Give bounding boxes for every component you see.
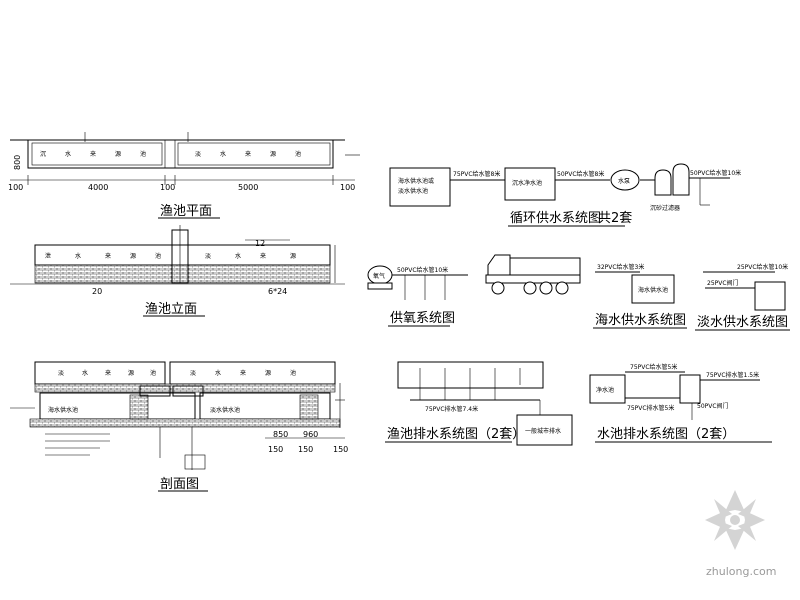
seawater-system: 32PVC给水管3米 海水供水池 海水供水系统图 (593, 263, 687, 329)
plan-dim-b: 5000 (238, 183, 258, 192)
svg-text:水: 水 (235, 252, 241, 260)
pond-drain-title: 渔池排水系统图（2套） (387, 426, 525, 442)
pond-plan: 沉 水 来 源 池 淡 水 来 源 池 100 4000 100 5000 100 800 渔池… (8, 132, 360, 219)
freshwater-title: 淡水供水系统图 (697, 315, 788, 330)
svg-text:源: 源 (115, 150, 121, 158)
section: 淡 水 来 源 池 淡 水 来 源 池 海水供水池 淡水供水池 850 960 150 150 1… (10, 361, 348, 492)
svg-text:池: 池 (155, 252, 161, 260)
tank-drain-title: 水池排水系统图（2套） (597, 426, 735, 442)
svg-text:沉: 沉 (40, 150, 46, 158)
svg-text:淡: 淡 (58, 370, 64, 377)
plan-dim-left: 100 (8, 183, 23, 192)
fresh-valve: 25PVC阀门 (707, 279, 739, 287)
oxygen-title: 供氧系统图 (390, 311, 455, 326)
circulation-sets: 共2套 (598, 210, 632, 226)
svg-text:来: 来 (260, 253, 266, 260)
svg-text:淡: 淡 (195, 151, 201, 158)
svg-text:池: 池 (140, 150, 146, 158)
section-dim-150c: 150 (333, 445, 348, 454)
svg-text:源: 源 (270, 150, 276, 158)
svg-text:淡水供水池: 淡水供水池 (210, 406, 240, 414)
svg-text:池: 池 (150, 369, 156, 377)
watermark-logo (705, 490, 765, 550)
svg-text:海水供水池或: 海水供水池或 (398, 177, 434, 185)
svg-text:海水供水池: 海水供水池 (638, 286, 668, 294)
circulation-system: 海水供水池或 淡水供水池 75PVC给水管8米 沉水净水池 50PVC给水管8米… (389, 163, 741, 227)
elev-label-20: 20 (92, 287, 102, 296)
svg-text:池: 池 (295, 150, 301, 158)
plan-dim-right: 100 (340, 183, 355, 192)
pond-plan-title: 渔池平面 (160, 204, 212, 219)
svg-text:水: 水 (82, 369, 88, 377)
tank-pipe-75-5: 75PVC给水管5米 (630, 363, 677, 371)
sea-pipe: 32PVC给水管3米 (597, 263, 644, 271)
section-dim-150a: 150 (268, 445, 283, 454)
oxygen-system: 氧气 50PVC给水管10米 供氧系统图 (367, 254, 581, 327)
svg-text:淡: 淡 (190, 370, 196, 377)
tank-pipe-75-5b: 75PVC排水管5米 (627, 404, 674, 412)
truck-icon (485, 254, 581, 295)
circulation-title: 循环供水系统图 (510, 211, 601, 226)
circ-pipe-50: 50PVC给水管8米 (557, 170, 604, 178)
svg-text:淡水供水池: 淡水供水池 (398, 187, 428, 195)
pond-drain-system: 75PVC排水管7.4米 一般城市排水 渔池排水系统图（2套） (385, 361, 573, 446)
watermark-text: zhulong.com (706, 565, 776, 578)
svg-text:氧气: 氧气 (373, 272, 385, 280)
svg-text:来: 来 (105, 253, 111, 260)
svg-text:沉砂过滤器: 沉砂过滤器 (650, 204, 680, 212)
svg-text:一般城市排水: 一般城市排水 (525, 427, 561, 435)
freshwater-system: 25PVC给水管10米 25PVC阀门 淡水供水系统图 (695, 263, 790, 331)
circ-pipe-75: 75PVC给水管8米 (453, 170, 500, 178)
section-dim-850: 850 (273, 430, 288, 439)
svg-text:净水池: 净水池 (596, 386, 614, 394)
fresh-pipe: 25PVC给水管10米 (737, 263, 788, 271)
plan-dim-mid: 100 (160, 183, 175, 192)
tank-valve: 50PVC阀门 (697, 402, 729, 410)
svg-text:沉水净水池: 沉水净水池 (512, 179, 542, 187)
svg-text:来: 来 (245, 151, 251, 158)
section-title: 剖面图 (160, 477, 199, 492)
svg-text:源: 源 (265, 369, 271, 377)
svg-text:来: 来 (240, 370, 246, 377)
tank-pipe-75-15: 75PVC排水管1.5米 (706, 371, 759, 379)
svg-text:淡: 淡 (205, 253, 211, 260)
circ-pipe-50-10: 50PVC给水管10米 (690, 169, 741, 177)
svg-text:源: 源 (128, 369, 134, 377)
svg-text:源: 源 (290, 252, 296, 260)
tank-drain-system: 75PVC给水管5米 净水池 75PVC排水管1.5米 75PVC排水管5米 5… (589, 363, 772, 443)
elev-label-12: 12 (255, 239, 265, 248)
svg-text:水: 水 (75, 252, 81, 260)
svg-text:水泵: 水泵 (618, 177, 630, 185)
svg-text:来: 来 (105, 370, 111, 377)
pond-elevation-title: 渔池立面 (145, 302, 197, 317)
svg-text:水: 水 (220, 150, 226, 158)
plan-dim-height: 800 (13, 155, 22, 170)
pond-elevation: 泄 水 来 源 池 淡 水 来 源 12 20 6*24 渔池立面 (10, 225, 345, 317)
pond-drain-pipe: 75PVC排水管7.4米 (425, 405, 478, 413)
oxy-pipe: 50PVC给水管10米 (397, 266, 448, 274)
plan-dim-a: 4000 (88, 183, 108, 192)
section-dim-150b: 150 (298, 445, 313, 454)
svg-text:池: 池 (290, 369, 296, 377)
svg-text:海水供水池: 海水供水池 (48, 406, 78, 414)
elev-label-6x24: 6*24 (268, 287, 287, 296)
svg-text:水: 水 (65, 150, 71, 158)
seawater-title: 海水供水系统图 (595, 313, 686, 328)
svg-text:泄: 泄 (45, 252, 51, 260)
svg-text:水: 水 (215, 369, 221, 377)
svg-text:源: 源 (130, 252, 136, 260)
section-dim-960: 960 (303, 430, 318, 439)
svg-text:来: 来 (90, 151, 96, 158)
